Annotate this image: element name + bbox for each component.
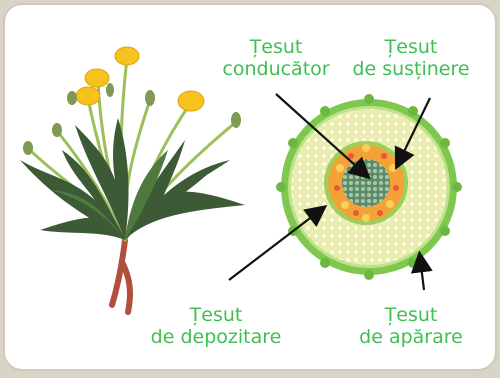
label-tesut-de-aparare: Țesut de apărare [326, 304, 496, 348]
label-depozitare-line1: Țesut [118, 304, 314, 326]
label-tesut-de-sustinere: Țesut de susținere [322, 36, 500, 80]
label-aparare-line2: de apărare [326, 326, 496, 348]
central-tissue [342, 159, 390, 207]
label-sustinere-line2: de susținere [322, 58, 500, 80]
label-depozitare-line2: de depozitare [118, 326, 314, 348]
label-tesut-de-depozitare: Țesut de depozitare [118, 304, 314, 348]
label-aparare-line1: Țesut [326, 304, 496, 326]
label-sustinere-line1: Țesut [322, 36, 500, 58]
